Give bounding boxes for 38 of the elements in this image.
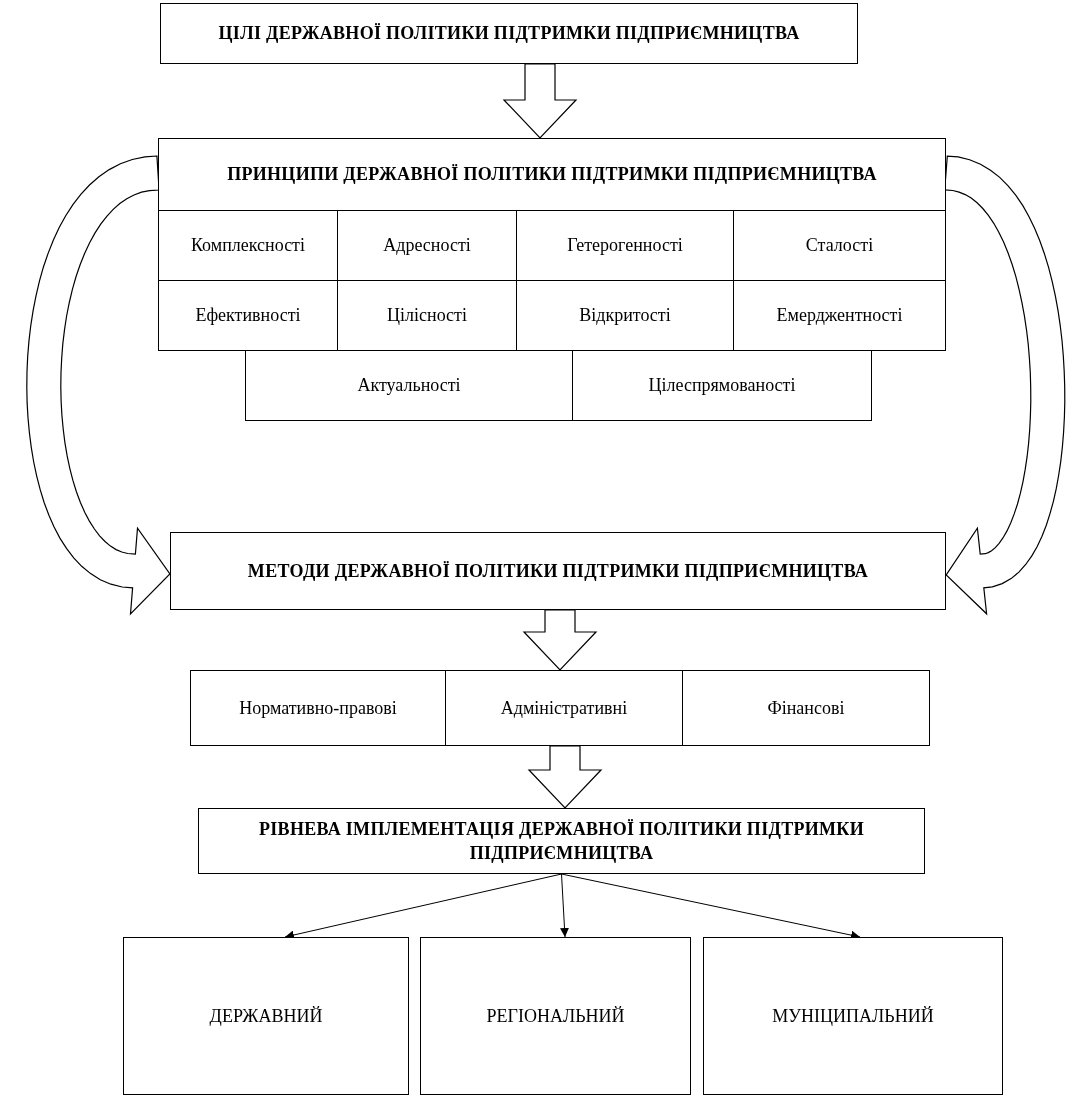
item-text: Сталості <box>804 234 875 258</box>
item-text: Фінансові <box>766 696 846 720</box>
item-text: МУНІЦИПАЛЬНИЙ <box>771 1004 935 1028</box>
item-text: Цілісності <box>386 304 468 328</box>
item-text: Гетерогенності <box>566 234 684 258</box>
category-box <box>572 350 872 421</box>
block-arrow <box>527 745 603 809</box>
category-box <box>123 937 409 1095</box>
item-text: Адресності <box>382 234 472 258</box>
heading-text: МЕТОДИ ДЕРЖАВНОЇ ПОЛІТИКИ ПІДТРИМКИ ПІДПРИЄМНИЦТВА <box>246 559 870 583</box>
item-text: РЕГІОНАЛЬНИЙ <box>485 1004 626 1028</box>
item-text: Відкритості <box>578 304 672 328</box>
item-text: Ефективності <box>194 304 302 328</box>
item-text: Цілеспрямованості <box>647 374 797 398</box>
heading-text: РІВНЕВА ІМПЛЕМЕНТАЦІЯ ДЕРЖАВНОЇ ПОЛІТИКИ ПІДТРИМКИ ПІДПРИЄМНИЦТВА <box>258 817 865 865</box>
item-text: Адміністративні <box>499 696 629 720</box>
curved-block-arrow <box>26 155 171 616</box>
header-box <box>160 3 858 64</box>
category-box <box>682 670 930 746</box>
item-text: Актуальності <box>356 374 462 398</box>
header-box <box>198 808 925 874</box>
header-box <box>170 532 946 610</box>
category-box <box>190 670 446 746</box>
category-box <box>245 350 573 421</box>
block-arrow <box>522 609 598 671</box>
arrow <box>560 873 569 938</box>
heading-text: ПРИНЦИПИ ДЕРЖАВНОЇ ПОЛІТИКИ ПІДТРИМКИ ПІДПРИЄМНИЦТВА <box>226 163 878 187</box>
category-box <box>445 670 683 746</box>
item-text: ДЕРЖАВНИЙ <box>208 1004 324 1028</box>
heading-text: ЦІЛІ ДЕРЖАВНОЇ ПОЛІТИКИ ПІДТРИМКИ ПІДПРИЄМНИЦТВА <box>217 22 801 46</box>
category-box <box>420 937 691 1095</box>
item-text: Емерджентності <box>775 304 904 328</box>
header-box <box>158 138 946 211</box>
category-box <box>703 937 1003 1095</box>
block-arrow <box>502 63 578 139</box>
item-text: Комплексності <box>190 234 306 258</box>
curved-block-arrow <box>944 155 1066 616</box>
item-text: Нормативно-правові <box>238 696 398 720</box>
